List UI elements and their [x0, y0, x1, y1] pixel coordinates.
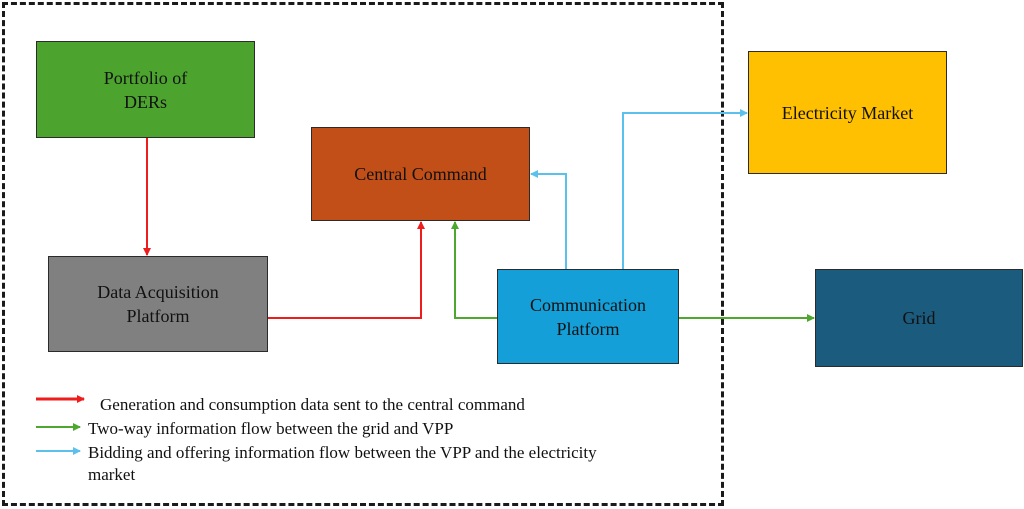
legend-blue-text: Bidding and offering information flow be… — [88, 443, 597, 484]
legend-green-text: Two-way information flow between the gri… — [88, 419, 454, 438]
electricity-market-label: Electricity Market — [781, 102, 914, 123]
legend-red-text: Generation and consumption data sent to … — [100, 395, 525, 414]
data-acquisition-platform-label: Data Acquisition Platform — [97, 282, 219, 326]
green-arrow-comm-to-central — [451, 221, 497, 319]
blue-arrow-comm-to-market — [622, 109, 748, 269]
portfolio-of-ders-node: Portfolio of DERs — [36, 41, 255, 138]
grid-node: Grid — [815, 269, 1023, 367]
blue-arrow-comm-to-central — [530, 170, 567, 269]
electricity-market-node: Electricity Market — [748, 51, 947, 174]
central-command-node: Central Command — [311, 127, 530, 221]
vpp-boundary — [2, 2, 724, 506]
red-arrow-daq-to-central — [268, 221, 425, 319]
communication-platform-label: Communication Platform — [530, 294, 646, 339]
data-acquisition-platform-node: Data Acquisition Platform — [48, 256, 268, 352]
portfolio-of-ders-label: Portfolio of DERs — [103, 67, 188, 112]
communication-platform-node: Communication Platform — [497, 269, 679, 364]
central-command-label: Central Command — [354, 164, 487, 184]
grid-label: Grid — [902, 308, 936, 328]
